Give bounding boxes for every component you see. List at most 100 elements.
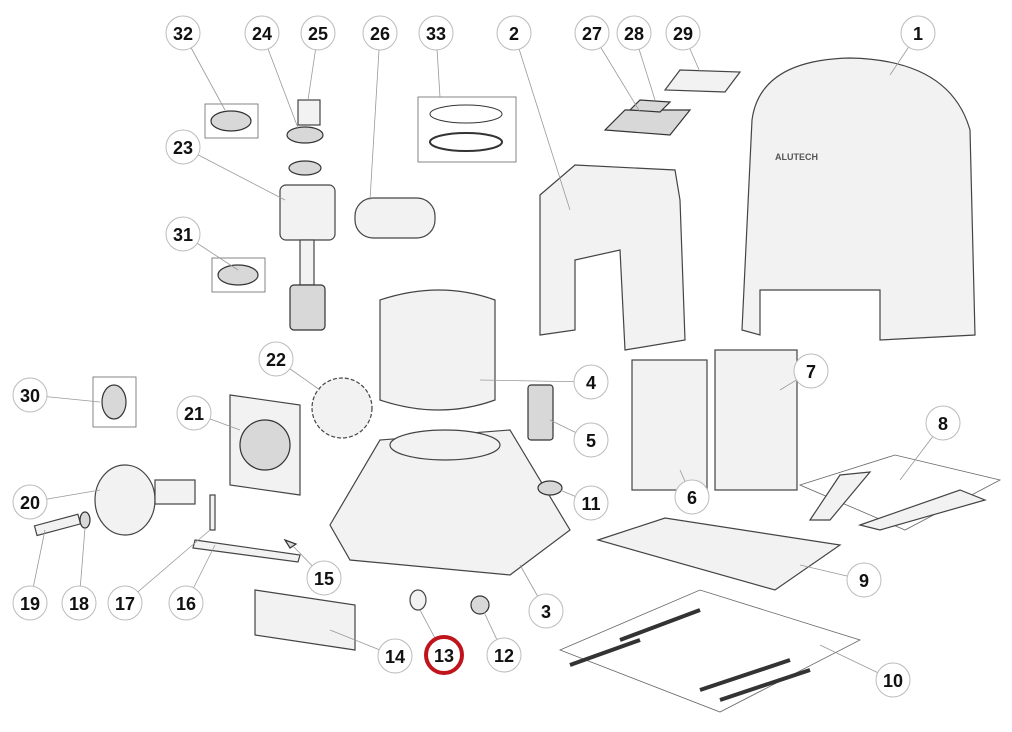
callout-number: 14 (385, 647, 405, 667)
callout-circle (306, 560, 342, 596)
callout-part-23[interactable]: 23 (165, 129, 201, 165)
part-box-8 (798, 454, 1002, 531)
callout-part-2[interactable]: 2 (496, 15, 532, 51)
callout-circle (12, 484, 48, 520)
part-display (628, 99, 672, 113)
callout-part-20[interactable]: 20 (12, 484, 48, 520)
part-clip (283, 538, 298, 549)
part-ring-b (429, 132, 503, 152)
callout-part-6[interactable]: 6 (674, 479, 710, 515)
callout-part-3[interactable]: 3 (528, 593, 564, 629)
callout-circle (496, 15, 532, 51)
part-limit-switch (527, 384, 554, 441)
callout-part-24[interactable]: 24 (244, 15, 280, 51)
part-rotor (279, 184, 336, 241)
callout-part-15[interactable]: 15 (306, 560, 342, 596)
callout-number: 28 (624, 24, 644, 44)
callout-number: 27 (582, 24, 602, 44)
part-keypad (663, 69, 742, 93)
callout-part-9[interactable]: 9 (846, 562, 882, 598)
callout-circle (107, 585, 143, 621)
callout-number: 7 (806, 362, 816, 382)
callout-number: 3 (541, 602, 551, 622)
callout-number: 19 (20, 594, 40, 614)
callout-part-1[interactable]: 1 (900, 15, 936, 51)
part-washer-18 (79, 511, 91, 529)
callout-part-13[interactable]: 13 (424, 635, 464, 675)
callout-circle (574, 15, 610, 51)
callout-circle (165, 216, 201, 252)
callout-part-8[interactable]: 8 (925, 405, 961, 441)
callout-part-21[interactable]: 21 (176, 395, 212, 431)
callout-number: 16 (176, 594, 196, 614)
callout-part-30[interactable]: 30 (12, 377, 48, 413)
part-release-cover (254, 589, 356, 651)
callout-part-7[interactable]: 7 (793, 353, 829, 389)
callout-part-4[interactable]: 4 (573, 364, 609, 400)
callout-circle (244, 15, 280, 51)
callout-circle (424, 635, 464, 675)
callout-part-11[interactable]: 11 (573, 485, 609, 521)
callout-number: 33 (426, 24, 446, 44)
callout-circle (900, 15, 936, 51)
callout-part-5[interactable]: 5 (573, 422, 609, 458)
callout-circle (258, 341, 294, 377)
callout-part-28[interactable]: 28 (616, 15, 652, 51)
callout-part-29[interactable]: 29 (665, 15, 701, 51)
part-output-shaft (154, 479, 196, 505)
callout-part-31[interactable]: 31 (165, 216, 201, 252)
callout-part-12[interactable]: 12 (486, 637, 522, 673)
callout-number: 26 (370, 24, 390, 44)
callout-number: 2 (509, 24, 519, 44)
callout-part-10[interactable]: 10 (875, 662, 911, 698)
part-ring-a (429, 104, 503, 124)
callout-number: 10 (883, 671, 903, 691)
callout-part-27[interactable]: 27 (574, 15, 610, 51)
callout-circle (168, 585, 204, 621)
callout-part-16[interactable]: 16 (168, 585, 204, 621)
part-mounting-plate (595, 517, 842, 591)
callout-part-22[interactable]: 22 (258, 341, 294, 377)
callout-circle (674, 479, 710, 515)
part-output-gear (94, 464, 156, 536)
part-cover (741, 57, 976, 341)
leader-line-2 (513, 32, 571, 211)
callout-number: 21 (184, 404, 204, 424)
parts-illustration: ALUTECH (33, 57, 1002, 713)
callout-part-33[interactable]: 33 (418, 15, 454, 51)
callout-circle (377, 638, 413, 674)
part-display-board (603, 109, 692, 136)
callout-part-32[interactable]: 32 (165, 15, 201, 51)
callout-part-18[interactable]: 18 (61, 585, 97, 621)
leader-line-26 (369, 32, 381, 201)
part-base-ring (389, 429, 501, 461)
part-screw (209, 494, 216, 531)
callout-circle (486, 637, 522, 673)
callout-number: 30 (20, 386, 40, 406)
callout-part-14[interactable]: 14 (377, 638, 413, 674)
callout-number: 13 (434, 646, 454, 666)
callout-number: 12 (494, 646, 514, 666)
leader-line-23 (182, 146, 286, 201)
part-box-30 (92, 376, 137, 428)
callout-number: 6 (687, 488, 697, 508)
callout-part-17[interactable]: 17 (107, 585, 143, 621)
part-bearing-32 (210, 110, 252, 132)
part-motor-stator (379, 289, 496, 411)
part-key-lock (470, 595, 490, 615)
part-anchor-bolts (569, 608, 811, 702)
callout-circle (418, 15, 454, 51)
callout-number: 23 (173, 138, 193, 158)
part-flange-hole (239, 419, 291, 471)
callout-part-19[interactable]: 19 (12, 585, 48, 621)
callout-circle (925, 405, 961, 441)
callout-part-25[interactable]: 25 (300, 15, 336, 51)
callout-part-26[interactable]: 26 (362, 15, 398, 51)
part-pin (33, 513, 82, 537)
part-bearing-31 (217, 264, 259, 286)
callout-number: 8 (938, 414, 948, 434)
part-cable-gland (537, 480, 563, 496)
part-gear (311, 377, 373, 439)
